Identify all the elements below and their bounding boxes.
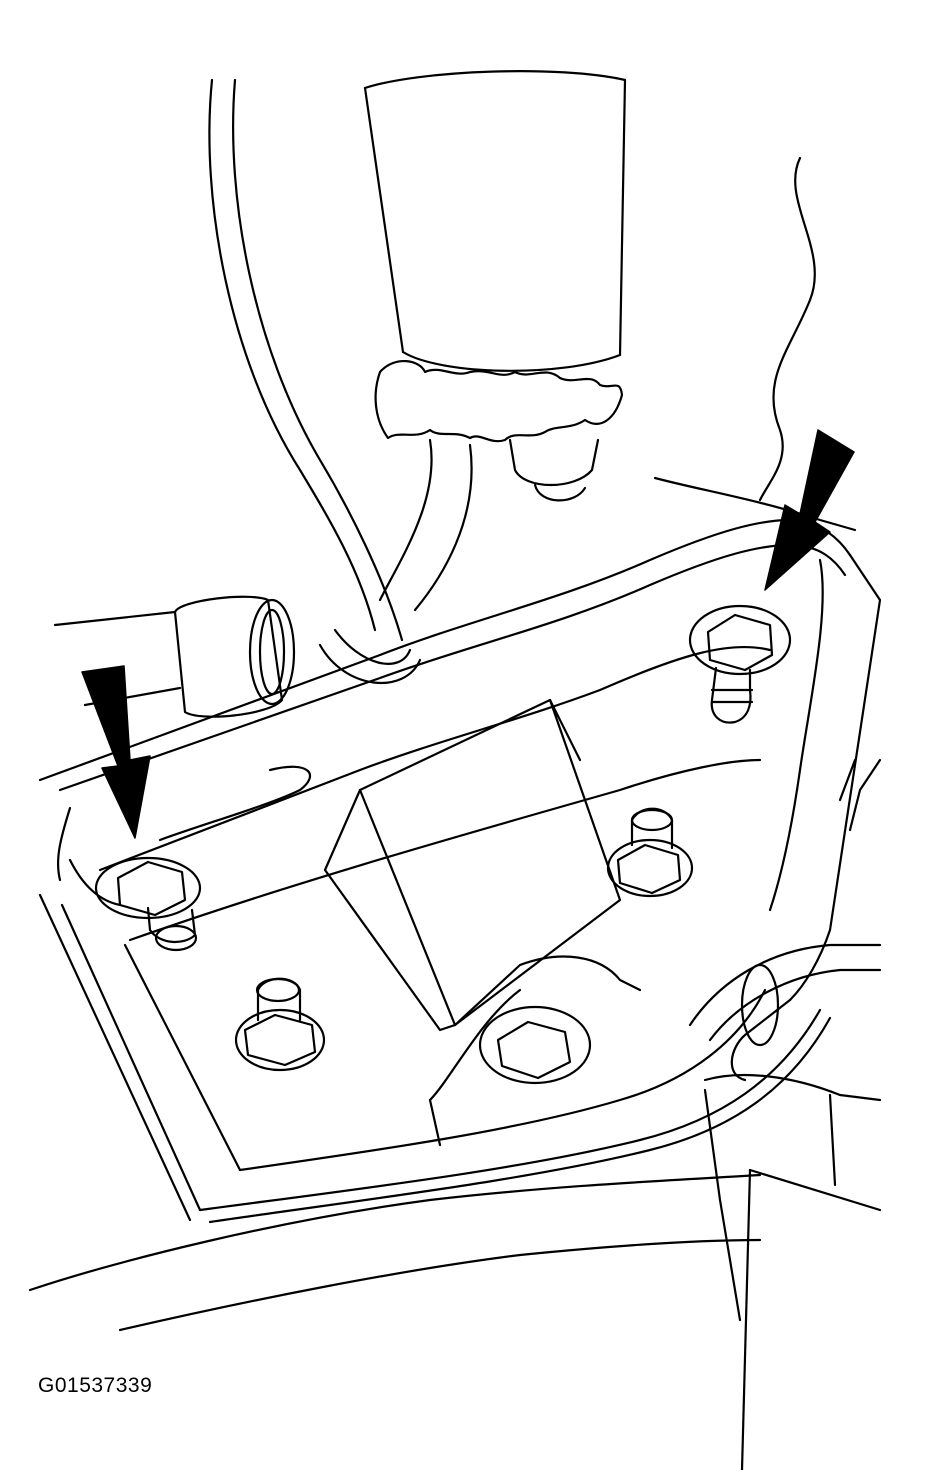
left-fastener-arrow [81,665,151,839]
base-body-edge [28,1173,762,1292]
bracket-bolt [478,1005,592,1085]
base-body-edge-lower [118,1238,762,1332]
left-mounting-bolt [94,856,202,952]
upper-cylinder [363,70,627,502]
stud-bolt-upper [606,807,694,898]
lower-right-housing [688,758,882,1470]
central-bracket [323,698,642,1147]
right-fastener-arrow [764,429,855,591]
cover-plate [38,476,882,1224]
stud-bolt-lower [234,977,326,1072]
wire-right [758,156,816,502]
figure-id-label: G01537339 [38,1374,153,1397]
hose-lines [53,78,473,707]
right-mounting-bolt [688,604,792,724]
hose-coupling [173,595,296,718]
